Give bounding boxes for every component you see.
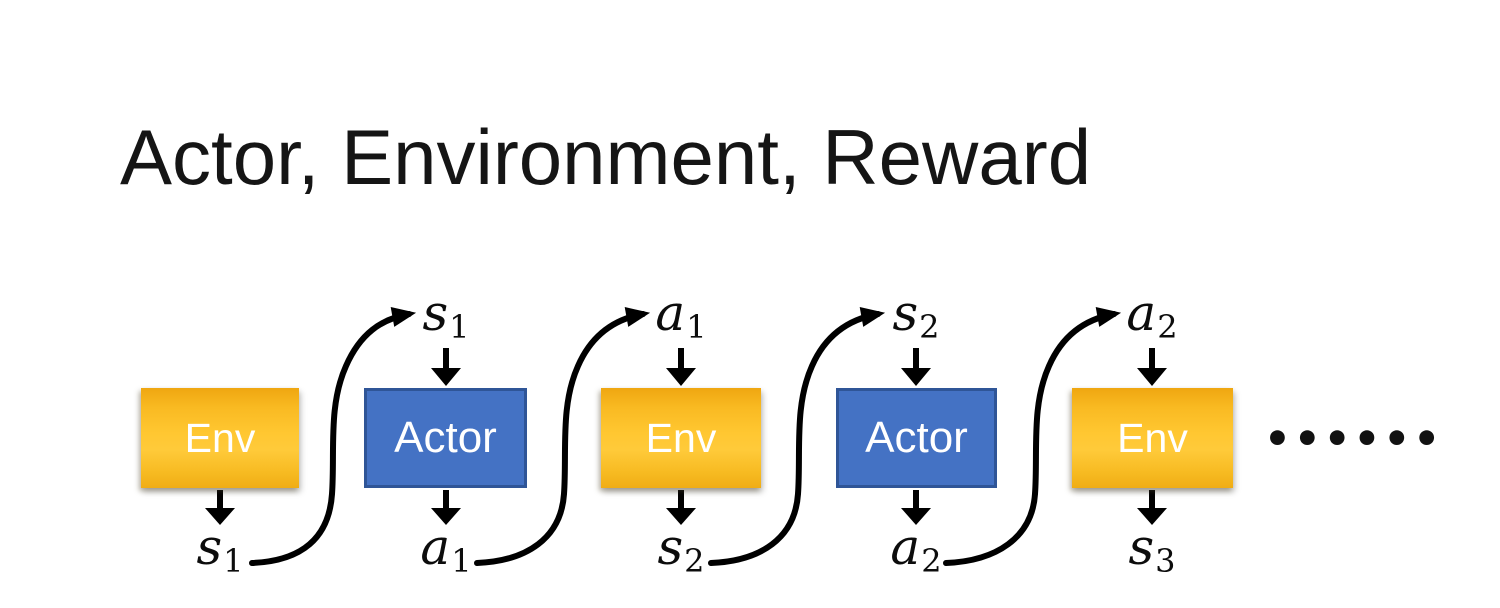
label-s1-top: s1 — [422, 284, 470, 347]
label-a1-top: a1 — [655, 284, 707, 347]
connector-arrow-4 — [943, 307, 1122, 566]
box-label: Env — [645, 414, 717, 461]
arrow-out-box-2 — [431, 490, 461, 525]
box-actor-2: Actor — [836, 388, 997, 488]
label-s3-bottom: s3 — [1128, 518, 1176, 581]
label-s2-top: s2 — [892, 284, 940, 347]
label-a1-bottom: a1 — [420, 518, 472, 581]
label-a2-top: a2 — [1126, 284, 1178, 347]
box-label: Env — [184, 414, 256, 461]
box-actor-1: Actor — [364, 388, 527, 488]
box-label: Actor — [394, 413, 497, 462]
arrow-into-box-5 — [1137, 348, 1167, 386]
box-env-1: Env — [141, 388, 299, 488]
ellipsis-dots: •••••• — [1264, 414, 1444, 463]
label-a2-bottom: a2 — [890, 518, 942, 581]
box-label: Actor — [865, 413, 968, 462]
label-s2-bottom: s2 — [657, 518, 705, 581]
connector-arrow-2 — [474, 307, 651, 566]
box-label: Env — [1117, 414, 1188, 461]
arrow-out-box-4 — [901, 490, 931, 525]
connector-arrow-1 — [249, 307, 417, 566]
label-s1-bottom: s1 — [196, 518, 244, 581]
box-env-3: Env — [1072, 388, 1233, 488]
arrow-into-box-2 — [431, 348, 461, 386]
connector-arrow-3 — [708, 307, 886, 566]
page-title: Actor, Environment, Reward — [120, 113, 1092, 201]
arrow-out-box-5 — [1137, 490, 1167, 525]
arrow-out-box-1 — [205, 490, 235, 525]
box-env-2: Env — [601, 388, 761, 488]
arrow-out-box-3 — [666, 490, 696, 525]
arrow-into-box-3 — [666, 348, 696, 386]
arrow-into-box-4 — [901, 348, 931, 386]
